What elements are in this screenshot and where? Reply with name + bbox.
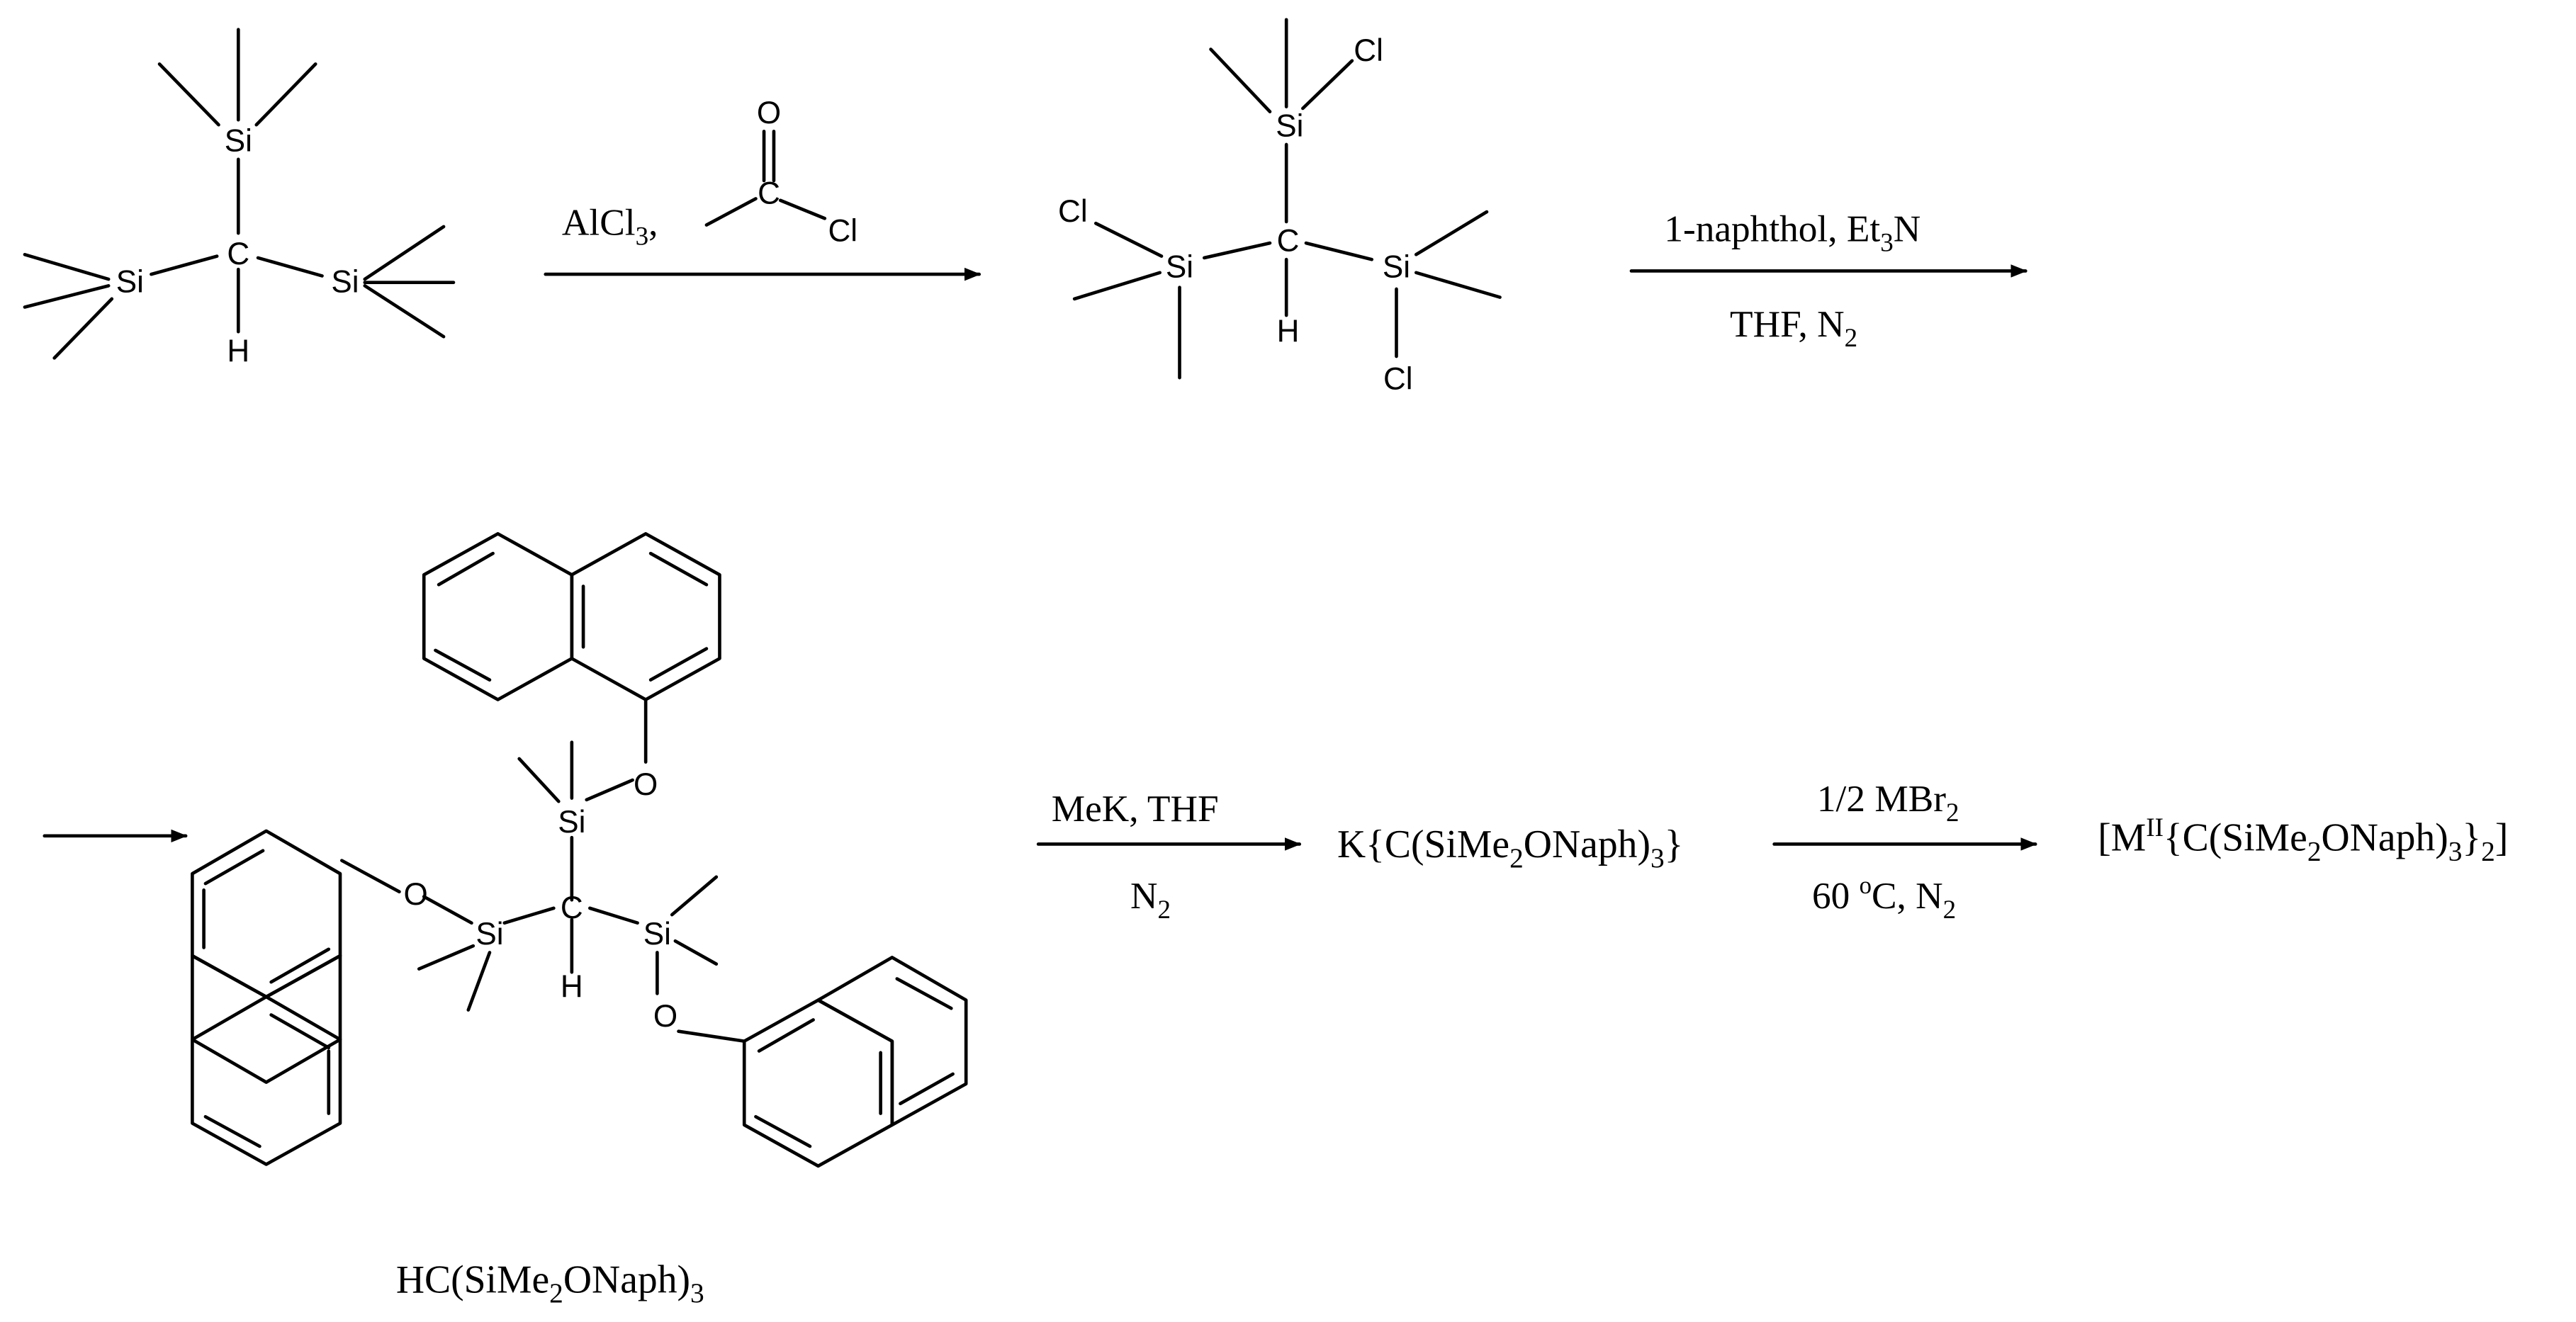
atom-cl: Cl bbox=[1383, 361, 1413, 396]
atom-o: O bbox=[653, 999, 677, 1034]
arrow-4-reagent: MeK, THF bbox=[1052, 787, 1219, 830]
trichloro-silyl-methane bbox=[1072, 18, 1502, 380]
atom-o: O bbox=[757, 96, 781, 130]
tris-naphthoxy-silyl-methane bbox=[191, 532, 968, 1168]
arrow-2-condition: THF, N2 bbox=[1730, 303, 1857, 353]
atom-h: H bbox=[561, 969, 583, 1004]
atom-c: C bbox=[1277, 224, 1300, 259]
arrow-5-condition: 60 oC, N2 bbox=[1812, 871, 1956, 925]
arrow-4-condition: N2 bbox=[1130, 874, 1171, 925]
atom-h: H bbox=[1277, 314, 1300, 349]
arrow-5-reagent: 1/2 MBr2 bbox=[1817, 777, 1959, 827]
atom-si: Si bbox=[116, 265, 144, 300]
atom-si: Si bbox=[1383, 250, 1410, 285]
atom-si: Si bbox=[558, 805, 585, 840]
atom-si: Si bbox=[225, 123, 252, 158]
atom-o: O bbox=[404, 877, 428, 912]
intermediate-formula: HC(SiMe2ONaph)3 bbox=[396, 1258, 704, 1309]
arrow-1-reagent: AlCl3, bbox=[562, 200, 658, 251]
atom-cl: Cl bbox=[1354, 33, 1383, 68]
atom-cl: Cl bbox=[1058, 194, 1088, 229]
potassium-salt-formula: K{C(SiMe2ONaph)3} bbox=[1337, 823, 1683, 874]
atom-o: O bbox=[634, 767, 658, 802]
arrow-2-reagent: 1-naphthol, Et3N bbox=[1664, 208, 1920, 258]
atom-si: Si bbox=[643, 917, 671, 951]
atom-si: Si bbox=[331, 265, 359, 300]
atom-si: Si bbox=[1276, 108, 1303, 143]
atom-cl: Cl bbox=[828, 214, 858, 249]
atom-c: C bbox=[758, 176, 780, 210]
atom-si: Si bbox=[476, 917, 503, 951]
acetyl-chloride-structure bbox=[704, 130, 827, 227]
atom-c: C bbox=[561, 891, 583, 925]
metal-complex-formula: [MII{C(SiMe2ONaph)3}2] bbox=[2098, 813, 2508, 867]
reactant-tris-trimethylsilyl-methane bbox=[23, 28, 456, 360]
atom-si: Si bbox=[1166, 250, 1193, 285]
atom-c: C bbox=[227, 237, 249, 271]
atom-h: H bbox=[227, 334, 249, 368]
